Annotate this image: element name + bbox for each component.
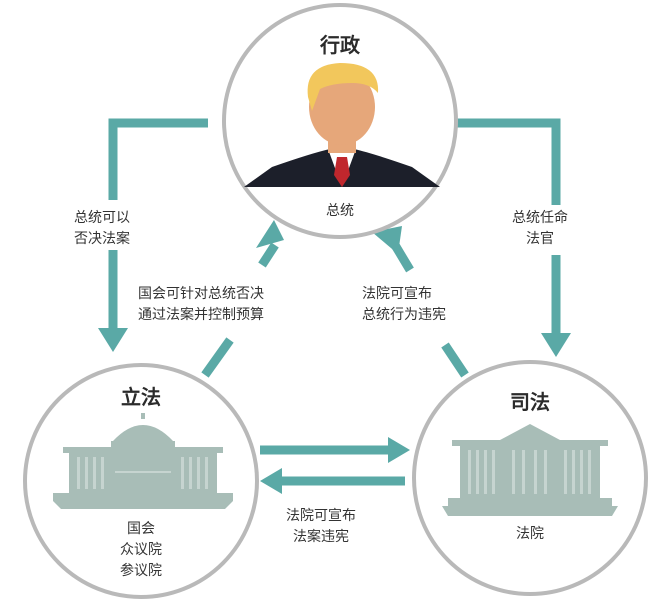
arrow-exec-to-judicial [456, 118, 561, 205]
executive-subtitle: 总统 [326, 203, 354, 219]
label-exec-to-judicial: 总统任命 法官 [512, 208, 568, 250]
executive-node: 行政 总统 [222, 3, 458, 239]
judicial-title: 司法 [510, 390, 550, 414]
courthouse-icon [442, 424, 618, 516]
legislative-subtitle-2: 众议院 [120, 542, 162, 558]
label-judicial-to-legislative: 法院可宣布 法案违宪 [286, 506, 356, 548]
legislative-subtitle-1: 国会 [127, 521, 155, 537]
label-legislative-to-exec: 国会可针对总统否决 通过法案并控制预算 [138, 284, 264, 326]
executive-title: 行政 [320, 33, 360, 57]
president-portrait-icon [244, 63, 440, 187]
legislative-subtitle-3: 参议院 [120, 563, 162, 579]
label-exec-to-legislative: 总统可以 否决法案 [74, 208, 130, 250]
legislative-title: 立法 [121, 385, 161, 409]
legislative-node: 立法 国会 众议院 参议院 [23, 363, 259, 599]
judicial-subtitle: 法院 [516, 526, 544, 542]
judicial-node: 司法 法院 [412, 360, 648, 596]
arrow-exec-to-legislative [108, 118, 208, 200]
label-judicial-to-exec: 法院可宣布 总统行为违宪 [362, 284, 446, 326]
capitol-building-icon [53, 413, 233, 509]
